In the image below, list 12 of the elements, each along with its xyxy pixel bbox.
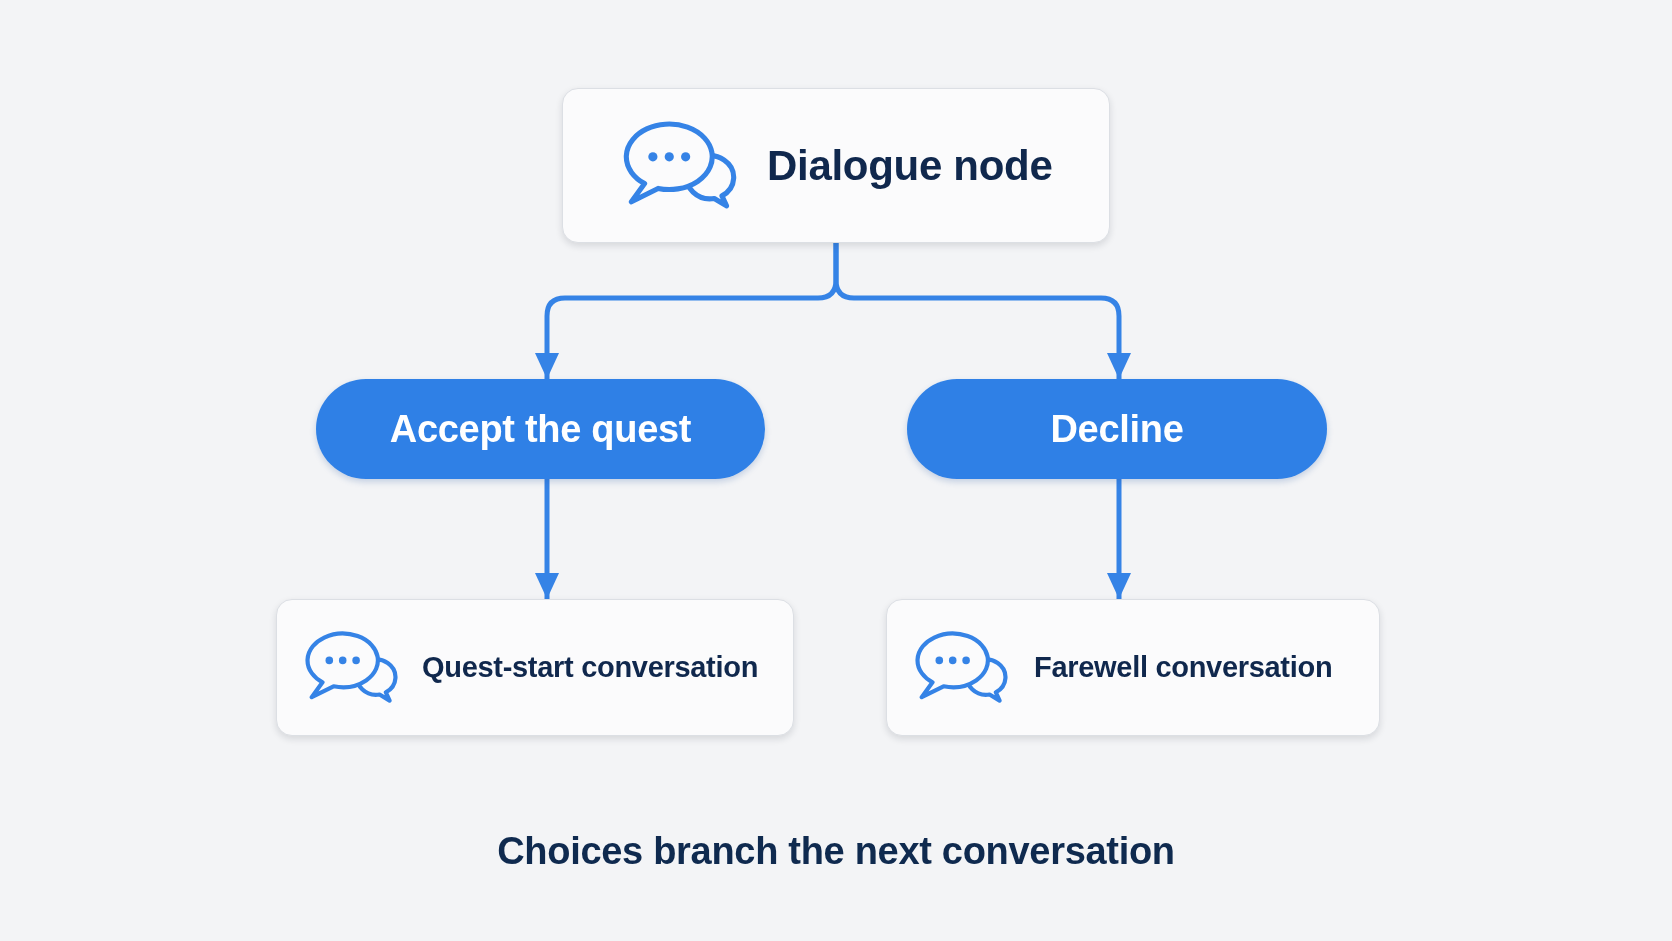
conversation-card — [886, 599, 1380, 736]
choice-pill: Decline — [907, 379, 1327, 479]
arrow — [833, 243, 1131, 379]
caption: Choices branch the next conversation — [497, 830, 1175, 872]
node-label: Farewell conversation — [1034, 651, 1333, 684]
arrow — [535, 479, 559, 599]
arrow — [1107, 479, 1131, 599]
dialogue-node-card — [562, 88, 1110, 243]
choice-pill: Accept the quest — [316, 379, 765, 479]
node-label: Dialogue node — [767, 141, 1053, 190]
node-label: Quest-start conversation — [422, 651, 759, 684]
conversation-card — [276, 599, 794, 736]
